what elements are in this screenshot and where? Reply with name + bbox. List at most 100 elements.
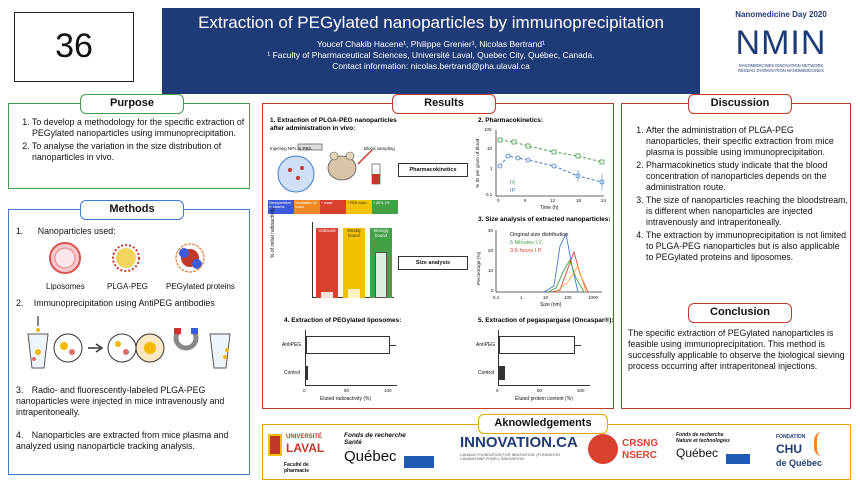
p5-xlabel: Eluted protein content (%) [515,396,573,402]
p5-tick: 50 [537,388,543,393]
size-original-curve [543,232,579,293]
p4-row-control: Control [284,370,301,376]
in-vivo-illustration [277,143,381,193]
blood-tube-icon [371,163,381,185]
methods-title: Methods [80,200,184,220]
flow-step: Incubation 24 hours [294,200,320,214]
np-label-plga-peg: PLGA-PEG [107,282,148,291]
chu-logo: FONDATION CHU de Québec [776,430,848,476]
p4-xlabel: Eluted radioactivity (%) [320,396,372,402]
size-tick-x: 100 [564,295,572,300]
p4-bar-control [306,366,308,380]
event-name: Nanomedicine Day 2020 [735,10,827,19]
size-chart [495,230,602,293]
p4-errbar [390,345,396,346]
quebec-flag-icon [404,456,434,468]
pk-tick-x: 6 [524,198,527,203]
acknowledgements-title: Aknowledgements [478,414,608,434]
pk-ip-line [499,155,603,183]
size-legend-iv: 5 Minutes I.V. [510,240,544,246]
pk-chart [495,130,605,197]
pk-tick-x: 24 [601,198,607,203]
p4-tick: 100 [384,388,392,393]
size-xlabel: Size (nm) [540,302,562,308]
p5-axis [498,330,590,386]
np-label-pegylated-proteins: PEGylated proteins [166,282,235,291]
chu-figure-icon [814,432,830,456]
discussion-item: The extraction by immunoprecipitation is… [646,230,848,263]
discussion-item: The size of nanoparticles reaching the b… [646,195,848,228]
purpose-title: Purpose [80,94,184,114]
pk-ylabel: % ID per gram of blood [476,138,481,188]
nanoparticle-illustrations [49,242,205,274]
purpose-item: To develop a methodology for the specifi… [32,117,246,139]
size-tick-x: 1 [520,295,523,300]
discussion-item: After the administration of PLGA-PEG nan… [646,125,848,158]
poster-number-box: 36 [14,12,134,82]
methods-item-4: 4. Nanoparticles are extracted from mice… [16,430,229,451]
pk-tick-x: 18 [576,198,582,203]
size-analysis-arrow: Size analysis [398,256,468,270]
results-panel3-title: 3. Size analysis of extracted nanopartic… [478,216,611,223]
flow-step: + wash [320,200,346,214]
size-tick-y: 0 [491,288,494,293]
results-panel1-title: 1. Extraction of PLGA-PEG nanoparticles … [270,117,397,132]
pegylated-protein-icon [175,243,205,273]
size-iv-curve [547,258,585,293]
bar-inner-unbound [321,292,333,298]
size-ylabel: Percentage (%) [477,251,482,285]
purpose-list: To develop a methodology for the specifi… [12,117,246,165]
methods-item-1: 1. Nanoparticles used: [16,226,116,236]
bar-unbound [316,228,338,298]
p5-tick: 0 [496,388,499,393]
mouse-icon [327,151,357,181]
pharmacokinetics-arrow: Pharmacokinetics [398,163,468,177]
p5-tick: 100 [577,388,585,393]
p4-tick: 50 [344,388,350,393]
event-logo-block: Nanomedicine Day 2020 NMIN NANOMEDICINES… [716,10,846,90]
flow-step: Nanoparticles in plasma [268,200,294,214]
pk-legend-ip: IP [510,188,516,194]
size-tick-y: 20 [488,248,494,253]
cfi-logo: INNOVATION.CA CANADA FOUNDATION FOR INNO… [460,434,578,461]
results-title: Results [392,94,496,114]
bar-label-unbound: Unbound [318,228,336,233]
pk-tick-y: 10 [487,146,493,151]
p5-errbar [575,345,581,346]
header-banner: Extraction of PEGylated nanoparticles by… [162,8,700,94]
pk-tick-x: 0 [497,198,500,203]
discussion-list: After the administration of PLGA-PEG nan… [626,125,848,265]
injecting-label: Injecting NPs in PBS [270,146,312,151]
pk-legend-iv: IV [510,180,516,186]
discussion-item: Pharmacokinetics study indicate that the… [646,160,848,193]
nmin-logo: NMIN [735,24,827,62]
purpose-item: To analyse the variation in the size dis… [32,141,246,163]
pk-tick-y: 0.1 [486,192,493,197]
authors: Youcef Chakib Hacene¹, Philippe Grenier¹… [317,39,545,49]
p4-tick: 0 [303,388,306,393]
results-panel4-title: 4. Extraction of PEGylated liposomes: [284,317,402,324]
size-ip-curve [551,250,589,293]
size-tick-y: 30 [488,228,494,233]
frqnt-logo: Fonds de recherche Nature et technologie… [676,432,766,474]
contact-info: Contact information: nicolas.bertrand@ph… [332,61,530,71]
results-panel5-title: 5. Extraction of pegaspargase (Oncaspar®… [478,317,614,324]
p5-bar-antipeg [499,336,575,354]
size-legend-ip: 3-5 hours I.P. [510,248,543,254]
p4-axis [305,330,397,386]
nmin-sub-fr: RÉSEAU D'INNOVATION NANOMÉDECINES [738,68,824,73]
maple-leaf-icon [588,434,618,464]
results-panel2-title: 2. Pharmacokinetics: [478,117,544,124]
poster-title: Extraction of PEGylated nanoparticles by… [198,13,664,32]
size-legend-original: Original size distribution [510,232,569,238]
liposome-icon [49,242,81,274]
flow-step: + PBS wash [346,200,372,214]
conclusion-title: Conclusion [688,303,792,323]
p5-row-antipeg: AntiPEG [476,342,496,348]
dropper-icon [36,316,40,332]
frqs-logo: Fonds de recherche Santé Québec [344,432,444,474]
discussion-title: Discussion [688,94,792,114]
bar-inner-strongly [375,252,387,298]
p4-row-antipeg: AntiPEG [282,342,302,348]
bar-label-weakly: Weakly bound [347,228,361,238]
